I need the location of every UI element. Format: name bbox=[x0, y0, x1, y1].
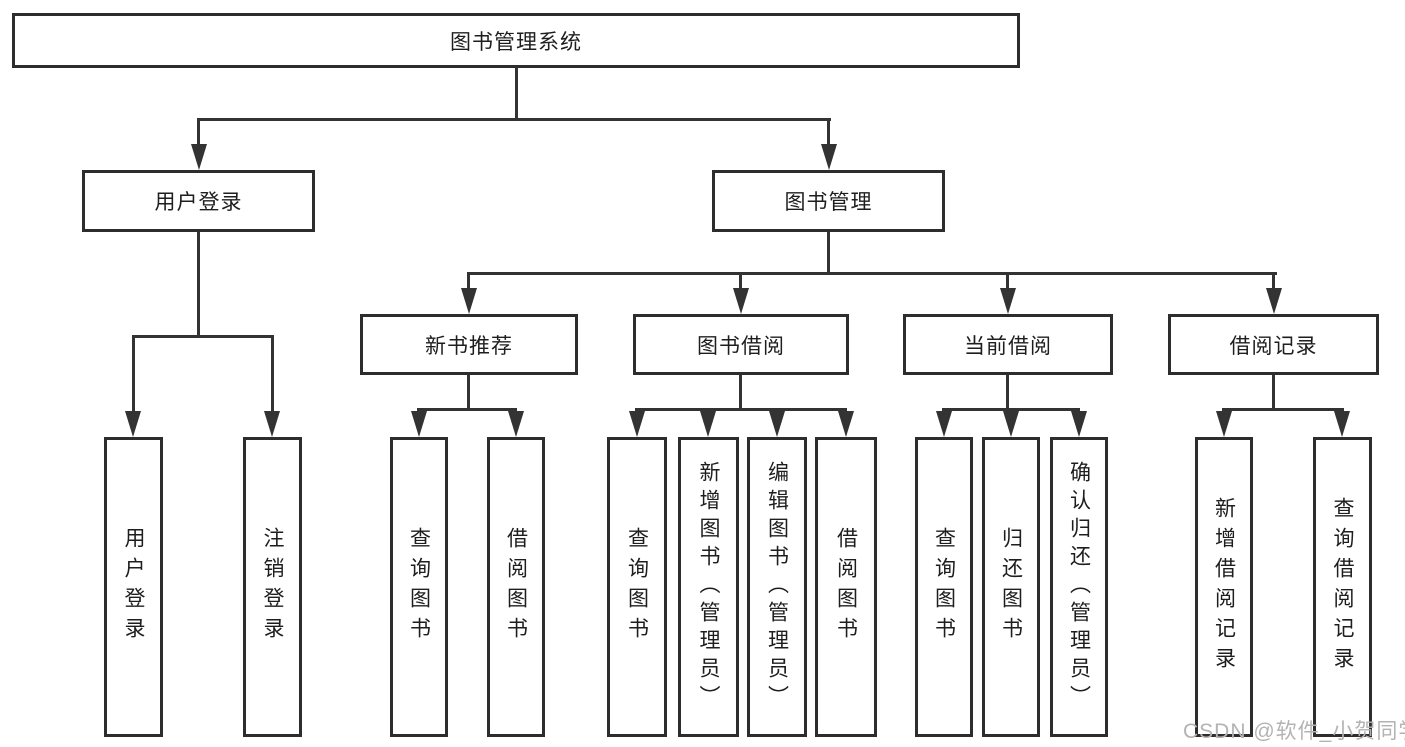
connector-line bbox=[739, 375, 742, 408]
leaf-confirm-return-admin: 确认归还（管理员） bbox=[1050, 437, 1108, 737]
connector-line bbox=[942, 408, 1080, 411]
connector-line bbox=[1006, 375, 1009, 408]
arrowhead-down-icon bbox=[125, 411, 141, 437]
leaf-add-borrow-record: 新增借阅记录 bbox=[1195, 437, 1253, 737]
arrowhead-down-icon bbox=[1334, 411, 1350, 437]
arrowhead-down-icon bbox=[1266, 288, 1282, 314]
arrowhead-down-icon bbox=[821, 144, 837, 170]
node-book-management: 图书管理 bbox=[712, 170, 945, 232]
arrowhead-down-icon bbox=[1003, 411, 1019, 437]
node-current-borrowing: 当前借阅 bbox=[903, 314, 1113, 375]
connector-line bbox=[197, 118, 200, 146]
watermark: CSDN @软件_小贺同学 bbox=[1183, 720, 1405, 743]
connector-line bbox=[132, 335, 135, 413]
connector-line bbox=[467, 375, 470, 408]
connector-line bbox=[271, 335, 274, 413]
leaf-borrow-books-borrowing: 借阅图书 bbox=[815, 437, 877, 737]
leaf-logout: 注销登录 bbox=[243, 437, 302, 737]
leaf-edit-book-admin: 编辑图书（管理员） bbox=[747, 437, 807, 737]
leaf-user-login: 用户登录 bbox=[104, 437, 163, 737]
leaf-query-borrow-record: 查询借阅记录 bbox=[1313, 437, 1372, 737]
arrowhead-down-icon bbox=[700, 411, 716, 437]
arrowhead-down-icon bbox=[838, 411, 854, 437]
connector-line bbox=[417, 408, 517, 411]
connector-line bbox=[197, 232, 200, 335]
connector-line bbox=[197, 118, 831, 121]
node-borrow-records: 借阅记录 bbox=[1168, 314, 1379, 375]
arrowhead-down-icon bbox=[508, 411, 524, 437]
arrowhead-down-icon bbox=[1000, 288, 1016, 314]
connector-line bbox=[635, 408, 847, 411]
connector-line bbox=[1006, 272, 1009, 290]
leaf-query-books-current: 查询图书 bbox=[915, 437, 973, 737]
arrowhead-down-icon bbox=[936, 411, 952, 437]
arrowhead-down-icon bbox=[1216, 411, 1232, 437]
connector-line bbox=[1222, 408, 1344, 411]
arrowhead-down-icon bbox=[769, 411, 785, 437]
node-new-book-recommend: 新书推荐 bbox=[360, 314, 578, 375]
arrowhead-down-icon bbox=[629, 411, 645, 437]
arrowhead-down-icon bbox=[733, 288, 749, 314]
node-user-login: 用户登录 bbox=[82, 170, 315, 232]
arrowhead-down-icon bbox=[264, 411, 280, 437]
connector-line bbox=[132, 335, 274, 338]
arrowhead-down-icon bbox=[1071, 411, 1087, 437]
arrowhead-down-icon bbox=[411, 411, 427, 437]
connector-line bbox=[467, 272, 1277, 275]
arrowhead-down-icon bbox=[191, 144, 207, 170]
connector-line bbox=[467, 272, 470, 290]
arrowhead-down-icon bbox=[461, 288, 477, 314]
connector-line bbox=[739, 272, 742, 290]
connector-line bbox=[1272, 375, 1275, 408]
leaf-query-books-borrowing: 查询图书 bbox=[607, 437, 667, 737]
leaf-return-books: 归还图书 bbox=[982, 437, 1040, 737]
connector-line bbox=[1272, 272, 1275, 290]
leaf-borrow-books-recommend: 借阅图书 bbox=[487, 437, 545, 737]
node-library-system: 图书管理系统 bbox=[12, 13, 1020, 68]
node-book-borrowing: 图书借阅 bbox=[633, 314, 849, 375]
connector-line bbox=[827, 118, 830, 146]
connector-line bbox=[827, 232, 830, 272]
leaf-add-book-admin: 新增图书（管理员） bbox=[678, 437, 739, 737]
leaf-query-books-recommend: 查询图书 bbox=[390, 437, 448, 737]
connector-line bbox=[515, 67, 518, 118]
